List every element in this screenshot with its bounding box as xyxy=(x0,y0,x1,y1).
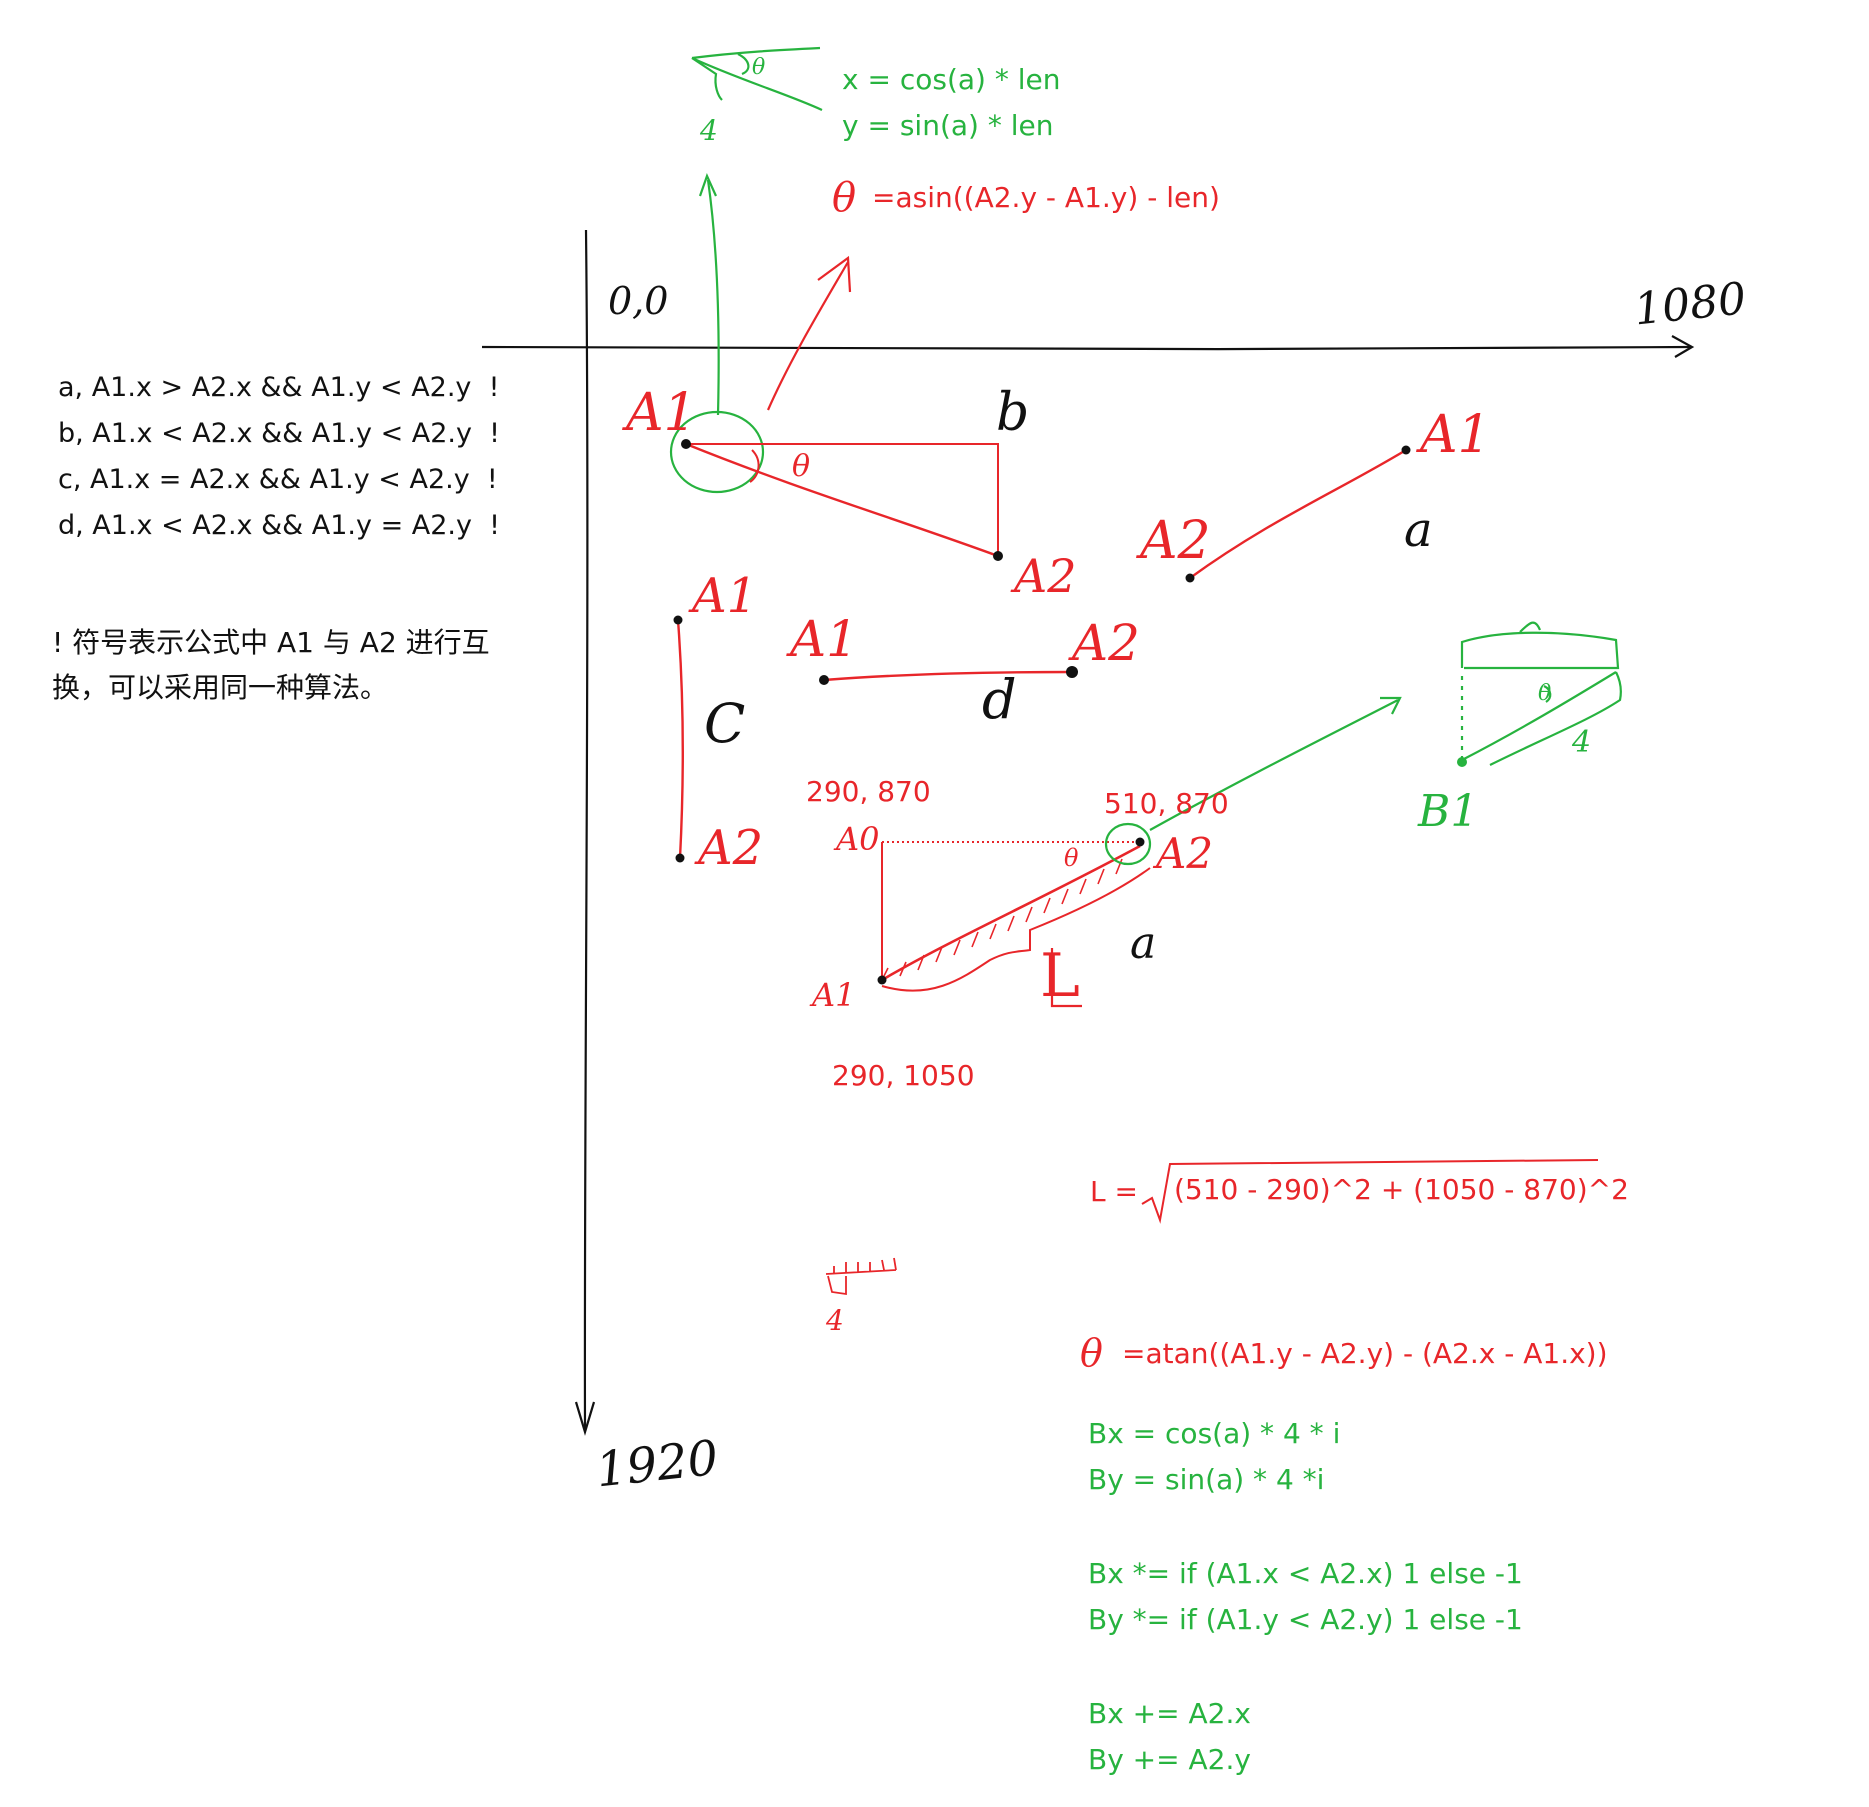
formula-by-sign: By *= if (A1.y < A2.y) 1 else -1 xyxy=(1088,1603,1523,1636)
case-b-A1: A1 xyxy=(622,383,697,443)
case-b-green-circle xyxy=(669,410,765,494)
green-diagonal-arrow xyxy=(1149,699,1399,831)
right-icon-four: 4 xyxy=(1571,725,1591,760)
case-b-A2: A2 xyxy=(1010,549,1077,603)
lower-icon-four: 4 xyxy=(825,1304,844,1337)
sqrt-sign xyxy=(1141,1159,1599,1224)
coord-a2: 510, 870 xyxy=(1104,787,1229,820)
axes xyxy=(481,229,1695,1436)
example-L-letter: L xyxy=(1040,941,1080,1011)
y-max-label: 1920 xyxy=(593,1430,720,1498)
coord-a1: 290, 1050 xyxy=(832,1059,975,1092)
top-icon xyxy=(691,46,823,416)
formula-bx-cos: Bx = cos(a) * 4 * i xyxy=(1088,1417,1341,1450)
x-axis-arrowhead xyxy=(1671,335,1695,358)
example-a: a xyxy=(1130,918,1156,969)
case-b-letter: b xyxy=(996,383,1029,443)
length-formula-prefix: L = xyxy=(1090,1175,1138,1208)
theta-symbol-top: θ xyxy=(832,175,857,221)
case-b-sketch xyxy=(669,410,1003,561)
example-A1: A1 xyxy=(809,976,855,1014)
formula-x-cos: x = cos(a) * len xyxy=(842,63,1061,96)
formula-by-sin: By = sin(a) * 4 *i xyxy=(1088,1463,1325,1496)
case-c-sketch xyxy=(673,615,685,863)
case-d-sketch xyxy=(819,666,1078,685)
right-icon-theta: θ xyxy=(1538,681,1551,706)
y-axis xyxy=(583,229,589,1429)
example-A2: A2 xyxy=(1152,829,1213,878)
formula-y-sin: y = sin(a) * len xyxy=(842,109,1054,142)
y-axis-arrowhead xyxy=(574,1401,596,1436)
example-triangle xyxy=(877,822,1152,1008)
case-c-A2: A2 xyxy=(694,820,763,876)
case-c-letter: C xyxy=(704,692,745,755)
example-A0: A0 xyxy=(833,820,879,858)
x-axis xyxy=(481,345,1691,351)
case-d-A1: A1 xyxy=(786,610,858,668)
theta-symbol-bottom: θ xyxy=(1080,1331,1103,1375)
condition-c: c, A1.x = A2.x && A1.y < A2.y ! xyxy=(58,464,498,495)
formula-theta-atan: =atan((A1.y - A2.y) - (A2.x - A1.x)) xyxy=(1122,1337,1608,1370)
formula-bx-offset: Bx += A2.x xyxy=(1088,1697,1251,1730)
formula-theta-asin: =asin((A2.y - A1.y) - len) xyxy=(872,181,1220,214)
case-d-letter: d xyxy=(982,668,1017,731)
right-icon xyxy=(1149,621,1622,831)
condition-d: d, A1.x < A2.x && A1.y = A2.y ! xyxy=(58,510,500,541)
example-green-circle xyxy=(1104,822,1152,866)
right-icon-B1: B1 xyxy=(1417,786,1478,837)
example-theta: θ xyxy=(1064,844,1079,872)
formula-bx-sign: Bx *= if (A1.x < A2.x) 1 else -1 xyxy=(1088,1557,1523,1590)
top-icon-theta: θ xyxy=(752,55,765,80)
case-a-sketch xyxy=(1185,445,1411,583)
length-formula-radicand: (510 - 290)^2 + (1050 - 870)^2 xyxy=(1174,1173,1629,1206)
case-d-A2: A2 xyxy=(1068,614,1140,672)
condition-b: b, A1.x < A2.x && A1.y < A2.y ! xyxy=(58,418,500,449)
condition-a: a, A1.x > A2.x && A1.y < A2.y ! xyxy=(58,372,500,403)
formula-by-offset: By += A2.y xyxy=(1088,1743,1251,1776)
case-a-A2: A2 xyxy=(1136,511,1211,571)
case-a-letter: a xyxy=(1404,502,1433,558)
upward-green-arrow xyxy=(706,179,720,416)
top-icon-four: 4 xyxy=(699,114,718,147)
swap-note: ! 符号表示公式中 A1 与 A2 进行互换，可以采用同一种算法。 xyxy=(52,626,490,704)
case-c-A1: A1 xyxy=(688,568,757,624)
coord-a0: 290, 870 xyxy=(806,775,931,808)
lower-icon xyxy=(825,1257,897,1296)
x-max-label: 1080 xyxy=(1632,273,1749,335)
origin-label: 0,0 xyxy=(608,279,668,323)
case-a-A1: A1 xyxy=(1416,405,1491,465)
red-arrow xyxy=(766,255,852,411)
case-b-theta: θ xyxy=(792,449,810,484)
